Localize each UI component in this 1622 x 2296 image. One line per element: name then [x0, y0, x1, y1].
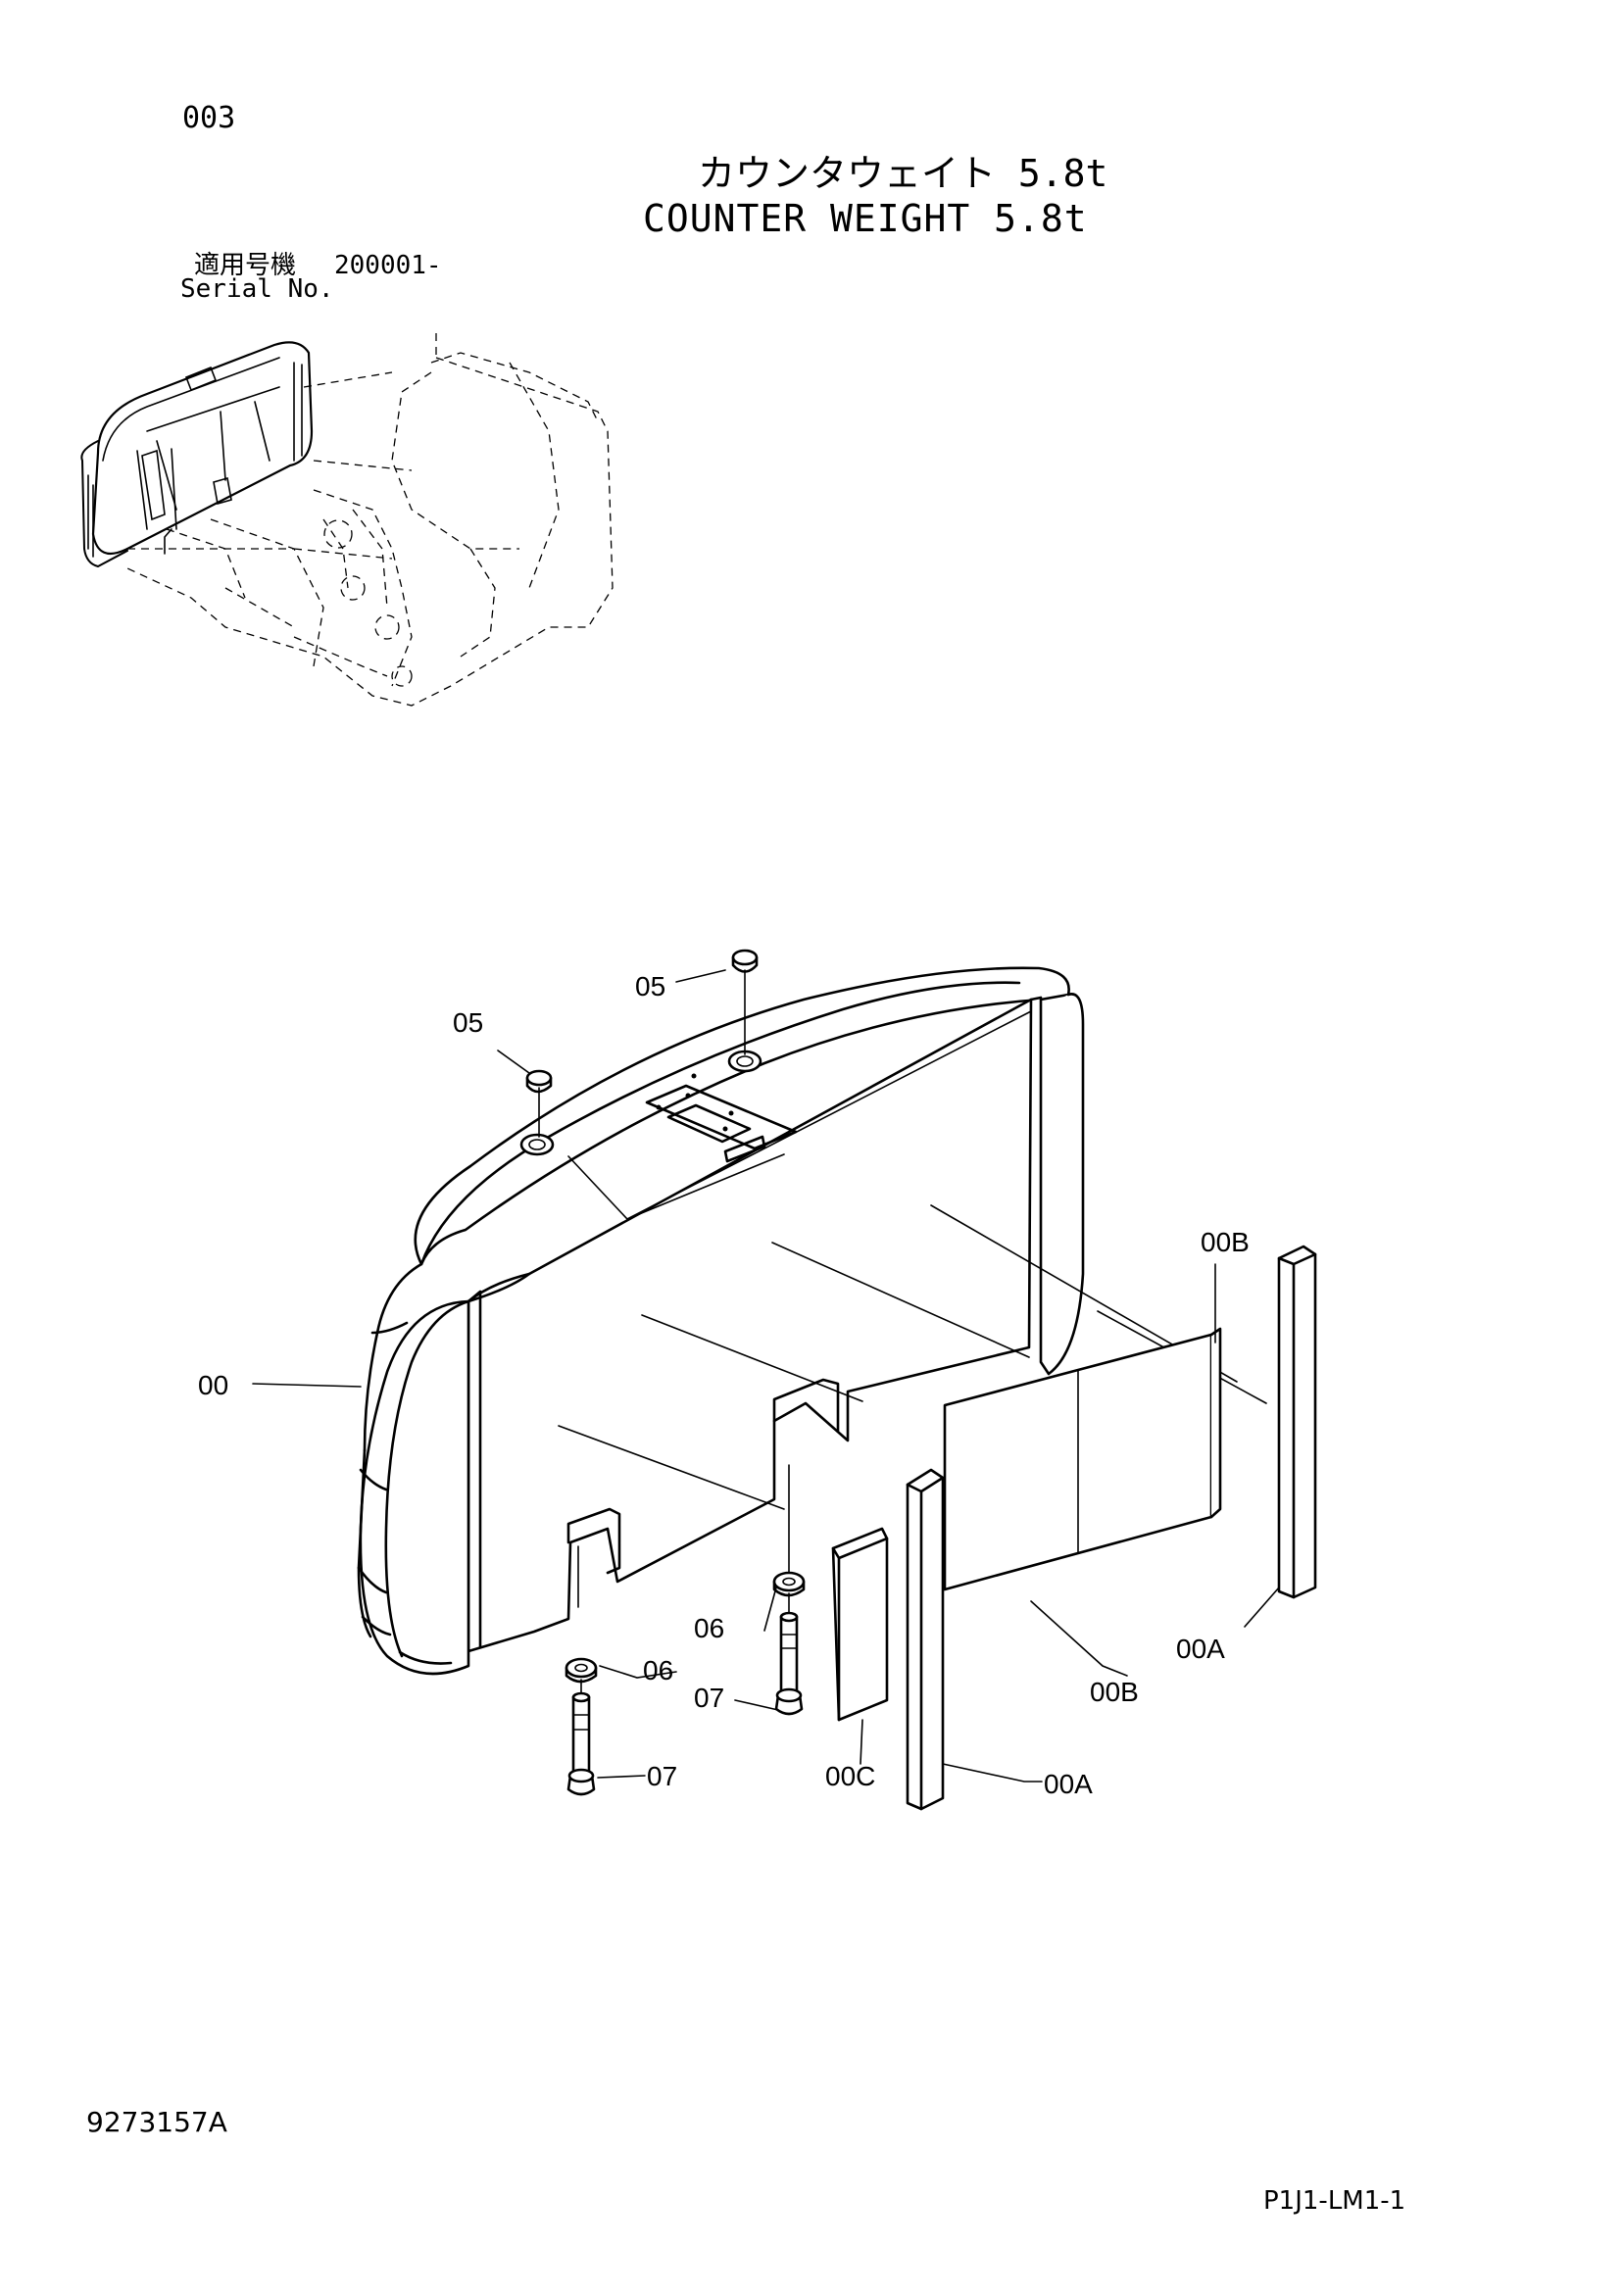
title-english: COUNTER WEIGHT 5.8t — [643, 197, 1088, 240]
cap-part-05 — [525, 949, 759, 1138]
title-japanese: カウンタウェイト 5.8t — [698, 152, 1108, 195]
plate-part-00B — [943, 1327, 1222, 1591]
label-07-right: 07 — [694, 1683, 724, 1713]
part-labels: 00 05 05 06 06 07 07 00B 00B 00A 00C 00A — [198, 971, 1250, 1799]
label-00B-top: 00B — [1201, 1227, 1250, 1257]
label-00A-bottom: 00A — [1044, 1769, 1093, 1799]
label-00A-right: 00A — [1176, 1634, 1225, 1664]
serial-number-value: 200001- — [334, 251, 442, 280]
bar-part-00A — [906, 1245, 1317, 1811]
label-00C: 00C — [825, 1761, 875, 1791]
washer-part-06 — [565, 1571, 806, 1694]
bolt-part-07 — [566, 1611, 804, 1796]
label-07-left: 07 — [647, 1761, 677, 1791]
document-number: 9273157A — [86, 2106, 227, 2138]
page-number: 003 — [182, 101, 236, 135]
label-06-left: 06 — [643, 1655, 673, 1685]
page-code: P1J1-LM1-1 — [1263, 2186, 1406, 2216]
label-05-left: 05 — [453, 1007, 483, 1038]
serial-label-english: Serial No. — [180, 274, 334, 304]
leader-lines — [252, 969, 1280, 1783]
block-part-00C — [831, 1527, 889, 1722]
label-00B-bottom: 00B — [1090, 1677, 1139, 1707]
machine-locator-view — [80, 333, 614, 707]
serial-label-japanese: 適用号機 — [194, 251, 297, 280]
label-00: 00 — [198, 1370, 228, 1400]
counterweight-main-body — [357, 966, 1267, 1676]
label-06-right: 06 — [694, 1613, 724, 1643]
label-05-right: 05 — [635, 971, 665, 1001]
